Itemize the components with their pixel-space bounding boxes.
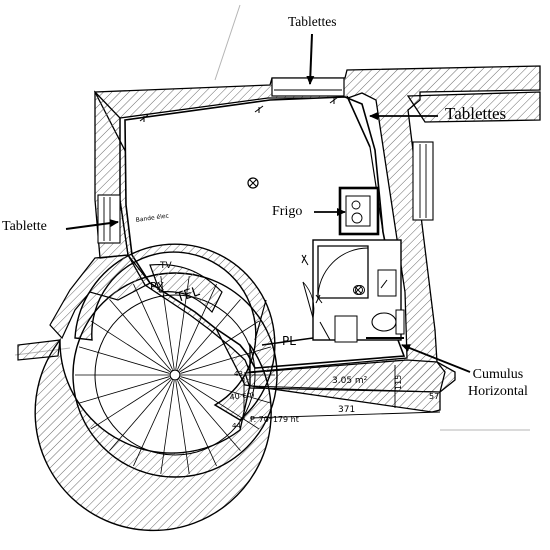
door-arc [254,299,267,341]
stair-step [109,299,172,371]
stair-tower [34,243,276,532]
label-tablettes-top: Tablettes [288,14,337,29]
stair-step [90,320,171,373]
stair-step [160,380,175,475]
tel-label: TEL [174,284,203,306]
socket-marks [139,96,388,304]
bande-label: Bande élec [135,212,169,224]
label-cumulus-line1: Cumulus [472,367,524,382]
guide-line [214,4,241,81]
stair-step [178,299,241,371]
stair-core [169,369,181,381]
stair-step [133,283,173,370]
label-frigo: Frigo [272,204,303,219]
stair-step [109,379,172,451]
door-leaf [302,281,314,319]
partition-diagonal [346,95,371,148]
label-tablettes-right: Tablettes [445,104,507,123]
tv-label: TV [159,261,172,271]
ceiling-light-icon [247,177,259,189]
stair-step [180,376,272,404]
window-top [271,77,345,97]
curved-wall [149,263,223,314]
wall-right [406,91,541,123]
washbasin [377,269,397,297]
stair-step [175,380,190,475]
dim-371: 371 [338,405,355,415]
stair-steps [75,275,275,475]
stair-step [90,377,171,430]
door-swing [302,281,315,319]
stair-step [180,346,272,374]
dim-57: 57 [429,392,439,401]
arrow-tablettes-top [306,33,315,85]
cumulus-tank [334,315,358,343]
arrow-tablette-left [65,219,119,230]
sink [345,195,371,227]
hob-2 [351,212,363,224]
toilet-tank [395,309,405,335]
hob-1 [351,200,361,210]
wall-stair-left [17,339,61,361]
dimension-lines [243,365,441,420]
stair-step [78,346,170,374]
pl-label: PL [282,334,296,348]
px-label: PX [150,280,165,293]
stair-step [178,379,241,451]
toilet-bowl [371,312,397,332]
arrow-cumulus [401,344,471,373]
label-cumulus-line2: Horizontal [468,384,528,399]
stair-step [179,320,260,373]
shower-door [317,247,369,299]
label-tablette-left: Tablette [2,219,47,234]
dim-115: 115 [394,375,403,390]
bathroom-light-icon [353,285,363,295]
passage-label: P. 70*179 ht [250,415,299,424]
shower [317,245,369,299]
stair-step [179,377,260,430]
window-right [412,141,434,221]
dim-43: 43 [234,370,243,378]
label-cumulus: Cumulus Horizontal [468,366,528,400]
window-left [97,194,121,244]
dim-44: 44 [232,422,241,430]
stair-step [177,380,217,467]
area-label: 3.05 m² [332,376,368,386]
dim-cm: 40 cm [229,390,255,402]
partition-pl [261,337,314,346]
door-leaf-2 [319,321,331,341]
wall-stair-left-upper [49,254,151,340]
stair-step [78,376,170,404]
stair-step [133,380,173,467]
